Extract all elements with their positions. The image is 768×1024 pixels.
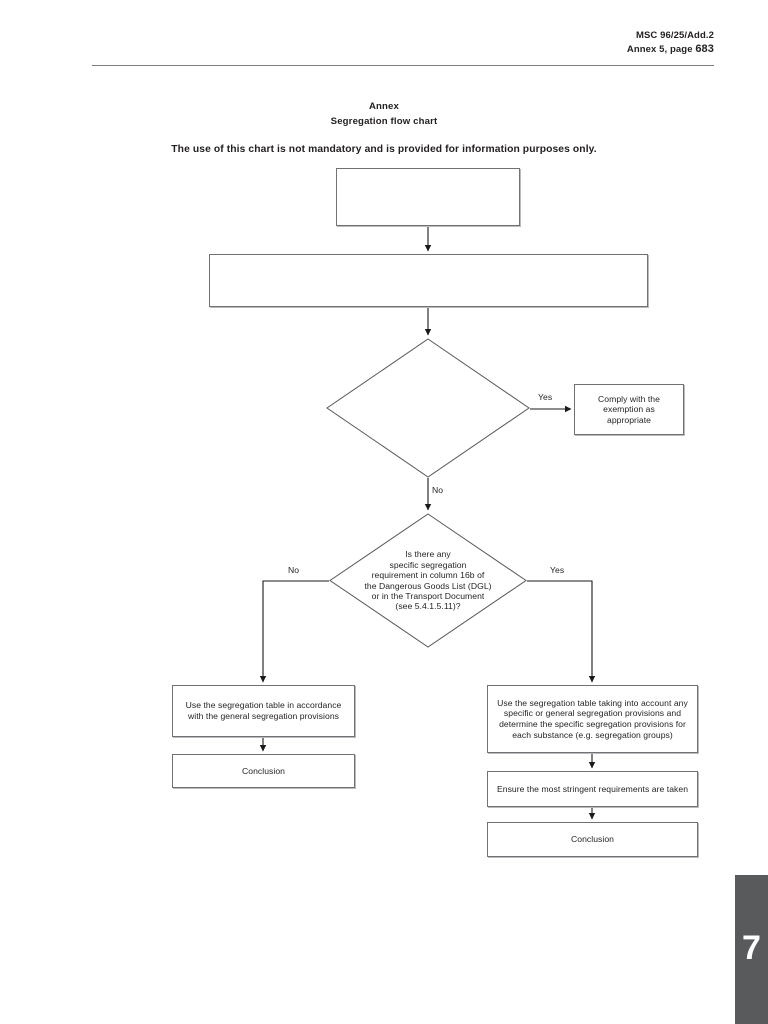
disclaimer-note: The use of this chart is not mandatory a… xyxy=(171,144,597,155)
diamond-2-line-4: the Dangerous Goods List (DGL) xyxy=(364,580,492,591)
edge-label-yes-diamond-2: Yes xyxy=(550,565,565,575)
diamond-2-shape xyxy=(329,513,527,648)
chart-title: Segregation flow chart xyxy=(330,116,438,127)
connector-diamond2-general-table xyxy=(259,580,329,683)
flow-node-specific-segregation-table: Use the segregation table taking into ac… xyxy=(487,685,698,753)
flow-node-most-stringent-requirements-label: Ensure the most stringent requirements a… xyxy=(496,783,689,794)
diamond-2-line-6: (see 5.4.1.5.11)? xyxy=(395,601,461,612)
document-reference: MSC 96/25/Add.2 xyxy=(635,30,714,41)
flow-node-general-segregation-table-label: Use the segregation table in accordance … xyxy=(185,700,342,721)
page-section-tab-number: 7 xyxy=(742,929,761,967)
annex-title: Annex xyxy=(368,101,400,112)
flow-node-diamond-1-label xyxy=(326,338,530,478)
connector-diamond2-specific-table xyxy=(527,580,596,683)
edge-label-no-diamond-2: No xyxy=(288,565,300,575)
header-divider xyxy=(92,65,714,66)
flow-node-comply-exemption-label: Comply with the exemption as appropriate xyxy=(598,393,660,425)
flow-node-conclusion-right-label: Conclusion xyxy=(570,834,614,845)
flow-node-diamond-2-label: Is there any specific segregation requir… xyxy=(329,513,527,648)
flow-node-conclusion-left-label: Conclusion xyxy=(241,765,285,776)
flow-node-conclusion-right: Conclusion xyxy=(487,822,698,857)
flow-node-general-segregation-table: Use the segregation table in accordance … xyxy=(172,685,355,737)
diamond-1-shape xyxy=(326,338,530,478)
header-page-number: 683 xyxy=(695,42,714,55)
diamond-2-line-5: or in the Transport Document xyxy=(371,590,485,601)
flow-node-most-stringent-requirements: Ensure the most stringent requirements a… xyxy=(487,771,698,807)
annex-page-label: Annex 5, page xyxy=(626,43,696,55)
flow-node-box-2 xyxy=(209,254,648,307)
flow-node-box-1 xyxy=(336,168,520,226)
diamond-2-line-3: requirement in column 16b of xyxy=(371,570,485,581)
edge-label-no-diamond-1: No xyxy=(432,485,444,495)
page-header: MSC 96/25/Add.2 Annex 5, page 683 xyxy=(0,0,768,70)
flow-node-diamond-1 xyxy=(326,338,530,478)
flow-node-diamond-2: Is there any specific segregation requir… xyxy=(329,513,527,648)
header-reference-block: MSC 96/25/Add.2 Annex 5, page 683 xyxy=(627,30,714,56)
flow-node-conclusion-left: Conclusion xyxy=(172,754,355,788)
diamond-2-line-1: Is there any xyxy=(405,549,451,560)
flow-node-comply-exemption: Comply with the exemption as appropriate xyxy=(574,384,684,435)
page-section-tab: 7 xyxy=(735,875,768,1024)
annex-page-line: Annex 5, page 683 xyxy=(627,43,714,57)
diamond-2-line-2: specific segregation xyxy=(389,559,467,570)
flow-node-specific-segregation-table-label: Use the segregation table taking into ac… xyxy=(497,697,688,740)
edge-label-yes-diamond-1: Yes xyxy=(538,392,553,402)
